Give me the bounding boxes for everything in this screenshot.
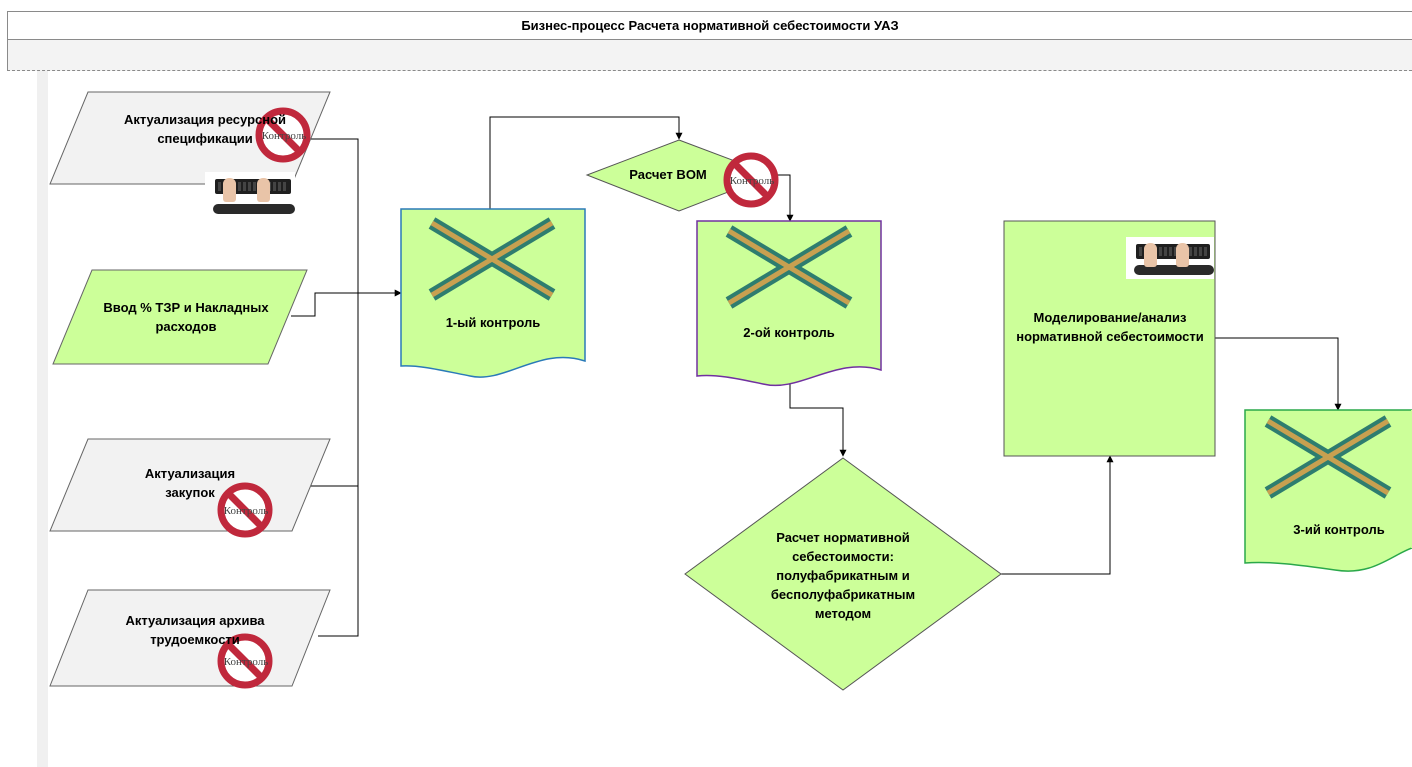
node-cost-calc — [684, 457, 1002, 691]
swimlane-left-bar — [37, 71, 48, 767]
connector-control1-to-bom — [489, 116, 683, 211]
label-bom-calc: Расчет BOM — [629, 167, 707, 182]
keyboard-hands-icon-modeling — [1126, 237, 1214, 279]
connectors — [291, 116, 1342, 637]
label-labor-archive: Актуализация архива трудоемкости — [125, 613, 265, 647]
connector-resource-spec — [310, 138, 359, 293]
connector-modeling-to-control3 — [1215, 337, 1342, 411]
label-tzr-input: Ввод % ТЗР и Накладных расходов — [103, 300, 269, 334]
connector-tzr — [291, 292, 358, 317]
label-modeling: Моделирование/анализ нормативной себесто… — [1016, 310, 1204, 344]
connector-calc-to-modeling — [1001, 455, 1114, 575]
diagram-title: Бизнес-процесс Расчета нормативной себес… — [521, 18, 899, 33]
label-control-3: 3-ий контроль — [1293, 522, 1385, 537]
label-control-1: 1-ый контроль — [445, 315, 541, 330]
label-resource-spec: Актуализация ресурсной спецификации — [123, 112, 287, 146]
node-control-1 — [400, 208, 586, 378]
stamp-label-resource-spec: Контроль — [261, 130, 307, 142]
label-purchases: Актуализация закупок — [144, 466, 236, 500]
swimlane-header-row — [7, 40, 1412, 71]
label-control-2: 2-ой контроль — [743, 325, 835, 340]
diagram-header: Бизнес-процесс Расчета нормативной себес… — [7, 11, 1412, 40]
stamp-label-bom: Контроль — [729, 175, 775, 187]
node-tzr-input — [52, 269, 308, 365]
node-control-2 — [696, 220, 882, 387]
stamp-label-purchases: Контроль — [223, 505, 269, 517]
keyboard-hands-icon-resource-spec — [205, 172, 295, 218]
connector-control2-to-calc — [789, 373, 847, 457]
stamp-label-labor: Контроль — [223, 656, 269, 668]
node-control-3 — [1244, 409, 1412, 572]
connector-labor — [318, 293, 359, 637]
label-cost-calc: Расчет нормативной себестоимости: полуфа… — [770, 530, 916, 621]
